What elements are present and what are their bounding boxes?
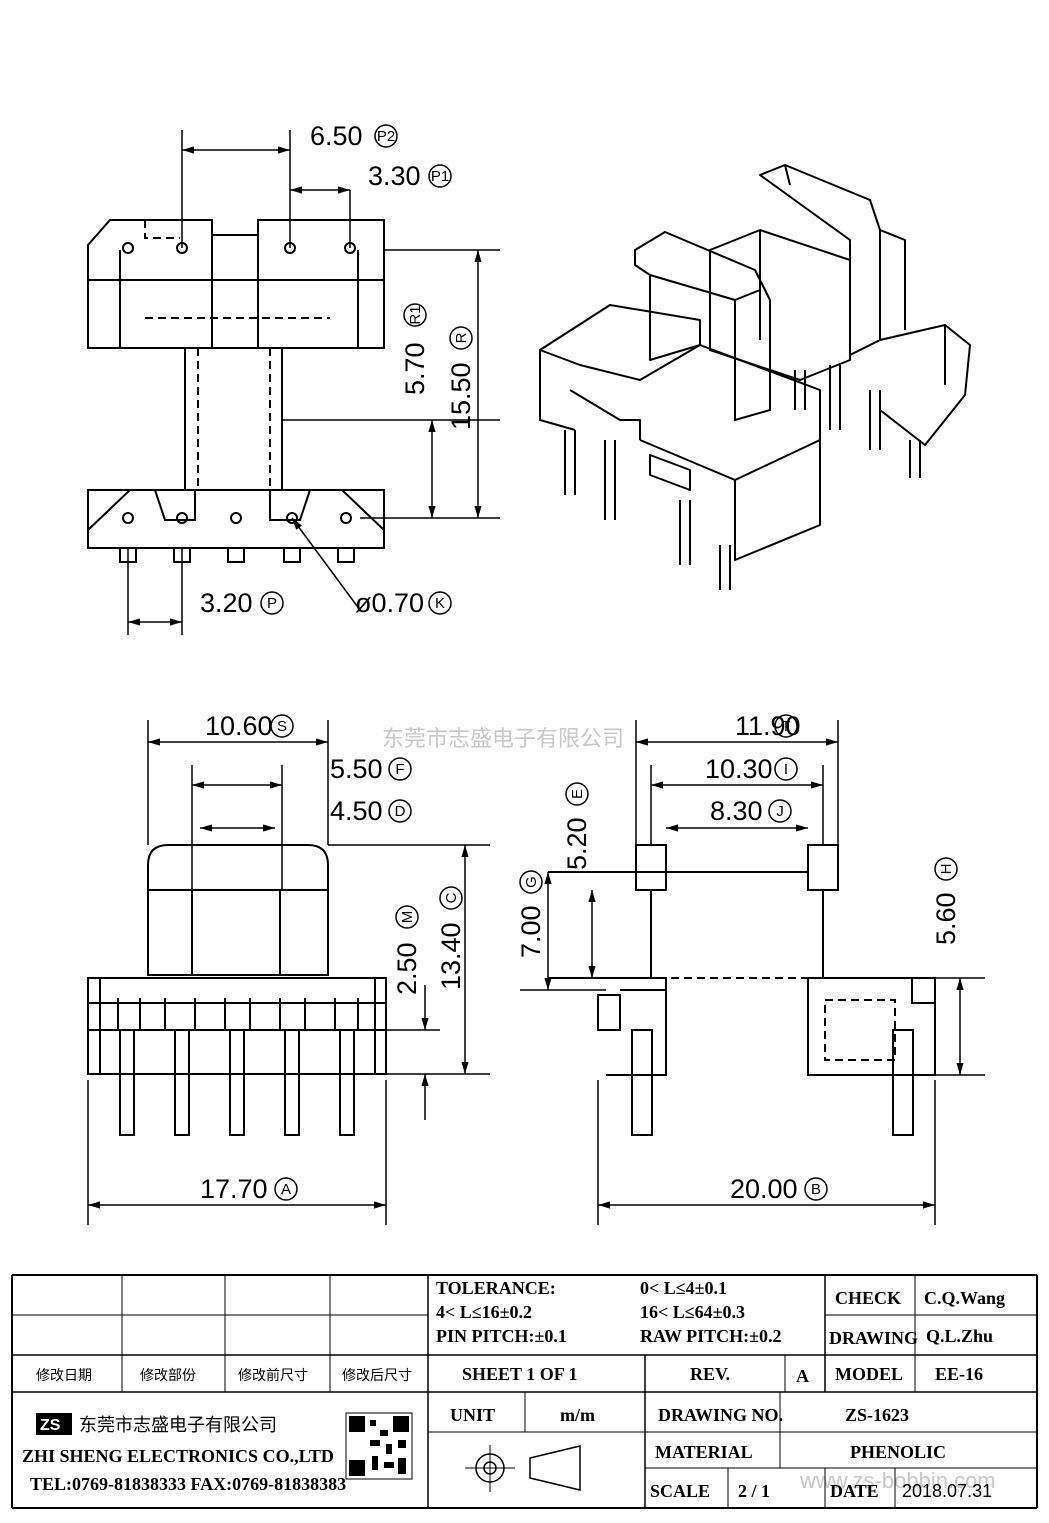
- date-label: DATE: [830, 1481, 879, 1501]
- dim-e: 5.20: [562, 817, 592, 870]
- qr-code-icon: [349, 1416, 409, 1476]
- drawing-no-value: ZS-1623: [845, 1405, 909, 1425]
- check-value: C.Q.Wang: [924, 1288, 1005, 1308]
- dim-a: 17.70: [200, 1174, 268, 1204]
- front-view: [87, 844, 387, 1136]
- top-view: [87, 219, 385, 563]
- tolerance-1: 0< L≤4±0.1: [640, 1278, 727, 1298]
- dim-h: 5.60: [931, 892, 961, 945]
- sheet-text: SHEET 1 OF 1: [462, 1364, 578, 1384]
- dim-j: 8.30: [710, 796, 763, 826]
- mark-i: I: [784, 761, 788, 778]
- dim-p1: 3.30: [368, 161, 421, 191]
- dim-b: 20.00: [730, 1174, 798, 1204]
- dim-i: 10.30: [705, 754, 773, 784]
- mark-p1: P1: [431, 168, 449, 185]
- dim-r: 15.50: [446, 362, 476, 430]
- date-value: 2018.07.31: [902, 1481, 992, 1501]
- drawing-value: Q.L.Zhu: [926, 1326, 993, 1346]
- mark-h: H: [938, 864, 955, 875]
- mark-t: T: [781, 718, 790, 735]
- rev-label: REV.: [690, 1364, 730, 1384]
- company-logo-icon: [36, 1413, 72, 1435]
- dim-r1: 5.70: [400, 342, 430, 395]
- material-label: MATERIAL: [655, 1442, 753, 1462]
- mark-s: S: [277, 718, 287, 735]
- logo-text: ZS: [40, 1417, 61, 1434]
- watermark-url: www.zs-bobbin.com: [799, 1468, 996, 1493]
- model-label: MODEL: [835, 1364, 903, 1384]
- dim-p: 3.20: [200, 588, 253, 618]
- rev-header-after: 修改后尺寸: [342, 1368, 412, 1384]
- top-view-dimension-lines: [127, 130, 500, 635]
- model-value: EE-16: [935, 1364, 983, 1384]
- mark-d: D: [395, 803, 406, 820]
- dim-f: 5.50: [330, 754, 383, 784]
- raw-pitch: RAW PITCH:±0.2: [640, 1326, 782, 1346]
- rev-header-part: 修改部份: [140, 1368, 196, 1384]
- scale-label: SCALE: [650, 1481, 710, 1501]
- rev-header-before: 修改前尺寸: [238, 1367, 308, 1384]
- front-view-dimension-lines: [87, 720, 490, 1225]
- tolerance-3: 16< L≤64±0.3: [640, 1302, 745, 1322]
- title-block-text: TOLERANCE: 0< L≤4±0.1 4< L≤16±0.2 16< L≤…: [22, 1278, 1005, 1501]
- drawing-label: DRAWING: [829, 1328, 918, 1348]
- material-value: PHENOLIC: [850, 1442, 946, 1462]
- mark-r1: R1: [407, 305, 424, 324]
- dim-c: 13.40: [436, 922, 466, 990]
- dim-p2: 6.50: [310, 121, 363, 151]
- check-label: CHECK: [835, 1288, 901, 1308]
- tolerance-2: 4< L≤16±0.2: [436, 1302, 532, 1322]
- mark-f: F: [395, 761, 404, 778]
- unit-label: UNIT: [450, 1405, 495, 1425]
- mark-j: J: [776, 803, 784, 820]
- mark-p2: P2: [377, 128, 395, 145]
- dim-m: 2.50: [392, 942, 422, 995]
- rev-value: A: [796, 1366, 809, 1386]
- mark-c: C: [443, 892, 460, 903]
- dim-d: 4.50: [330, 796, 383, 826]
- mark-r: R: [453, 332, 470, 343]
- unit-value: m/m: [560, 1405, 595, 1425]
- mark-p: P: [267, 595, 277, 612]
- watermark-company: 东莞市志盛电子有限公司: [382, 726, 624, 751]
- mark-a: A: [281, 1181, 291, 1198]
- company-cn: 东莞市志盛电子有限公司: [79, 1415, 277, 1435]
- company-en: ZHI SHENG ELECTRONICS CO.,LTD: [22, 1446, 334, 1466]
- mark-g: G: [523, 876, 540, 888]
- company-contact: TEL:0769-81838333 FAX:0769-81838383: [30, 1474, 346, 1494]
- title-block: [11, 1274, 1038, 1509]
- front-view-labels: 10.60 S 5.50 F 4.50 D 2.50 M 13.40 C 17.…: [200, 711, 466, 1204]
- scale-value: 2 / 1: [738, 1481, 770, 1501]
- isometric-view: [539, 164, 971, 590]
- drawing-no-label: DRAWING NO.: [658, 1405, 783, 1425]
- side-view-labels: 11.90 T 10.30 I 8.30 J 5.20 E 7.00 G 5.6…: [516, 711, 961, 1204]
- dim-k: ø0.70: [355, 588, 424, 618]
- mark-m: M: [399, 911, 416, 924]
- side-view: [548, 844, 936, 1136]
- top-view-labels: 6.50 P2 3.30 P1 5.70 R1 15.50 R 3.20 P ø…: [200, 121, 476, 618]
- pin-pitch: PIN PITCH:±0.1: [436, 1326, 567, 1346]
- side-view-dimension-lines: [520, 720, 985, 1225]
- rev-header-date: 修改日期: [36, 1368, 92, 1384]
- dim-s: 10.60: [205, 711, 273, 741]
- dim-g: 7.00: [516, 905, 546, 958]
- tolerance-label: TOLERANCE:: [436, 1278, 556, 1298]
- mark-e: E: [569, 789, 586, 799]
- mark-b: B: [811, 1181, 821, 1198]
- mark-k: K: [435, 595, 445, 612]
